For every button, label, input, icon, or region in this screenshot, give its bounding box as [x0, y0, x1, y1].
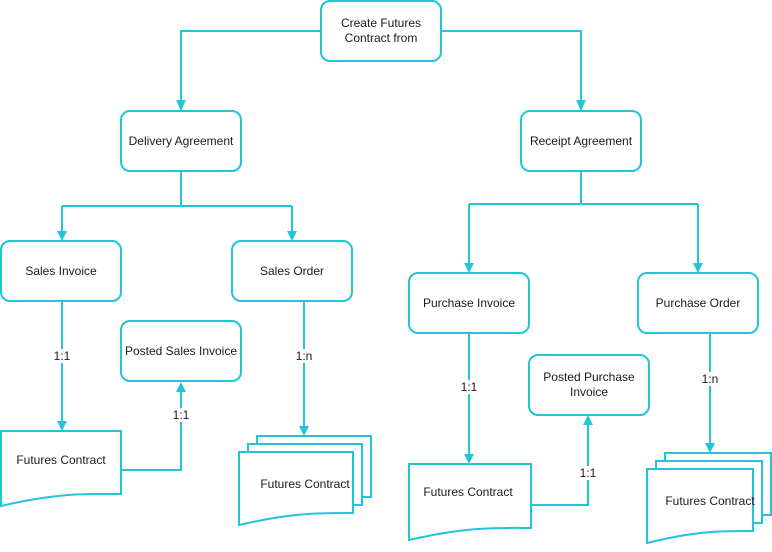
node-delivery-agreement[interactable]: Delivery Agreement: [120, 110, 242, 172]
node-posted-sales-invoice-label: Posted Sales Invoice: [125, 344, 237, 358]
arrowhead-receipt: [576, 100, 586, 111]
arrowhead-sales-invoice: [57, 231, 67, 241]
arrowhead-posted-sales-invoice: [176, 382, 186, 392]
node-futures-contract-sales-order-label: Futures Contract: [260, 477, 350, 491]
arrowhead-fc-purchase-invoice: [464, 454, 474, 464]
arrowhead-purchase-order: [693, 263, 703, 273]
node-receipt-agreement[interactable]: Receipt Agreement: [520, 110, 642, 172]
node-purchase-invoice[interactable]: Purchase Invoice: [408, 272, 530, 334]
node-purchase-invoice-label: Purchase Invoice: [423, 296, 515, 310]
edge-fc-to-posted-sales-invoice: [121, 390, 182, 471]
edge-label-pi-fc: 1:1: [461, 380, 478, 394]
document-nodes: Futures Contract Futures Contract Future…: [0, 430, 772, 545]
node-futures-contract-sales-invoice[interactable]: Futures Contract: [0, 430, 122, 508]
node-receipt-agreement-label: Receipt Agreement: [530, 134, 633, 148]
edges: [57, 30, 715, 506]
node-delivery-agreement-label: Delivery Agreement: [129, 134, 234, 148]
arrowhead-fc-sales-order: [299, 426, 309, 436]
edge-label-so-fc: 1:n: [296, 349, 313, 363]
edge-label-fc-ppi: 1:1: [580, 466, 597, 480]
node-posted-purchase-invoice[interactable]: Posted Purchase Invoice: [528, 354, 650, 416]
node-root-line-1: Create Futures: [341, 16, 421, 30]
node-sales-invoice[interactable]: Sales Invoice: [0, 240, 122, 302]
process-nodes: Create Futures Contract from Delivery Ag…: [0, 0, 759, 416]
edge-root-to-receipt: [441, 30, 582, 103]
arrowhead-delivery: [176, 100, 186, 111]
node-sales-invoice-label: Sales Invoice: [25, 264, 97, 278]
arrowhead-purchase-invoice: [464, 263, 474, 273]
node-posted-purchase-invoice-line-1: Posted Purchase: [543, 370, 635, 384]
node-purchase-order-label: Purchase Order: [656, 296, 741, 310]
node-root[interactable]: Create Futures Contract from: [320, 0, 442, 62]
node-futures-contract-purchase-invoice[interactable]: Futures Contract: [408, 463, 532, 542]
node-posted-purchase-invoice-line-2: Invoice: [570, 385, 608, 399]
node-futures-contract-sales-invoice-label: Futures Contract: [16, 453, 106, 467]
node-posted-sales-invoice[interactable]: Posted Sales Invoice: [120, 320, 242, 382]
arrowhead-sales-order: [287, 231, 297, 241]
edge-delivery-split: [61, 171, 293, 233]
arrowhead-fc-purchase-order: [705, 443, 715, 453]
node-futures-contract-sales-order[interactable]: Futures Contract: [238, 435, 372, 527]
edge-labels: 1:1 1:1 1:n 1:1 1:1 1:n: [50, 349, 722, 480]
edge-root-to-delivery: [180, 30, 321, 103]
arrowhead-fc-sales-invoice: [57, 421, 67, 431]
node-root-line-2: Contract from: [345, 31, 418, 45]
edge-fc-to-posted-purchase-invoice: [531, 424, 589, 506]
edge-label-fc-psi: 1:1: [173, 408, 190, 422]
node-sales-order[interactable]: Sales Order: [231, 240, 353, 302]
edge-label-si-fc: 1:1: [54, 349, 71, 363]
node-sales-order-label: Sales Order: [260, 264, 324, 278]
node-futures-contract-purchase-invoice-label: Futures Contract: [423, 485, 513, 499]
arrowhead-posted-purchase-invoice: [583, 415, 593, 425]
node-futures-contract-purchase-order-label: Futures Contract: [665, 494, 755, 508]
edge-receipt-split: [468, 171, 699, 263]
node-futures-contract-purchase-order[interactable]: Futures Contract: [646, 452, 772, 545]
edge-label-po-fc: 1:n: [702, 372, 719, 386]
node-purchase-order[interactable]: Purchase Order: [637, 272, 759, 334]
